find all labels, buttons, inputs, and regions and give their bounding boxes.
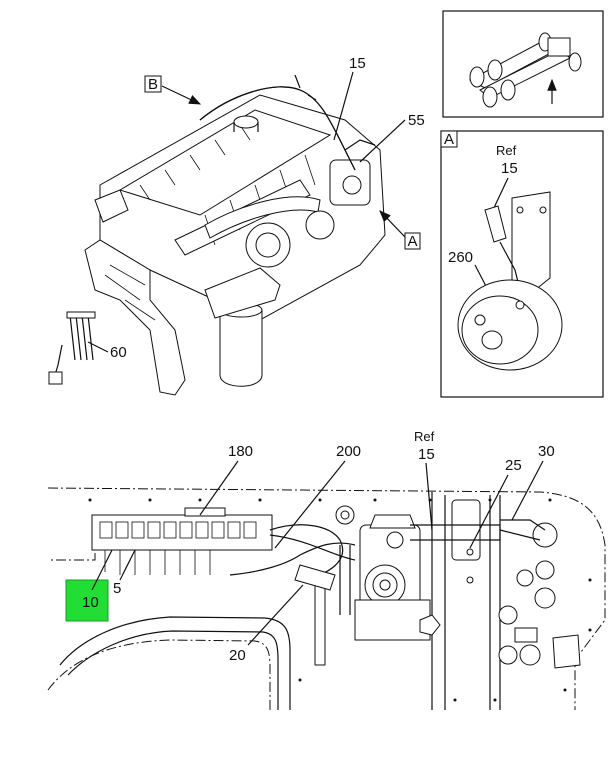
- callout-5: 5: [113, 549, 136, 597]
- label-60: 60: [110, 344, 127, 361]
- view-b-label: B: [148, 76, 158, 93]
- label-30: 30: [538, 443, 555, 460]
- label-25: 25: [505, 457, 522, 474]
- callout-view-b: B: [144, 75, 202, 105]
- label-180: 180: [228, 443, 253, 460]
- cab-floor-panel: [47, 487, 606, 710]
- callout-ref-15-bottom: Ref 15: [414, 429, 435, 531]
- callout-view-a: A: [379, 210, 421, 250]
- callout-55: 55: [359, 112, 425, 163]
- label-ref-bottom: Ref: [414, 429, 435, 444]
- callout-200: 200: [274, 443, 361, 549]
- callout-25: 25: [469, 457, 522, 549]
- highlight-box: [65, 579, 109, 622]
- callout-60: 60: [87, 341, 127, 361]
- callout-15-top: 15: [333, 55, 366, 141]
- label-5: 5: [113, 580, 121, 597]
- engine-assembly: [48, 74, 386, 396]
- callout-10-highlighted[interactable]: 10: [65, 549, 113, 622]
- callout-30: 30: [511, 443, 555, 521]
- label-15-bottom: 15: [418, 446, 435, 463]
- label-55: 55: [408, 112, 425, 129]
- label-15-a: 15: [501, 160, 518, 177]
- view-a-label: A: [407, 233, 417, 250]
- label-260: 260: [448, 249, 473, 266]
- label-15-top: 15: [349, 55, 366, 72]
- label-ref-a: Ref: [496, 143, 517, 158]
- detail-a-label: A: [444, 131, 454, 148]
- detail-a-panel: A Ref 15 260: [440, 130, 604, 398]
- label-10: 10: [82, 594, 99, 611]
- callout-20: 20: [229, 584, 304, 664]
- label-20: 20: [229, 647, 246, 664]
- label-200: 200: [336, 443, 361, 460]
- callout-180: 180: [199, 443, 253, 516]
- chassis-locator-inset: [442, 10, 604, 118]
